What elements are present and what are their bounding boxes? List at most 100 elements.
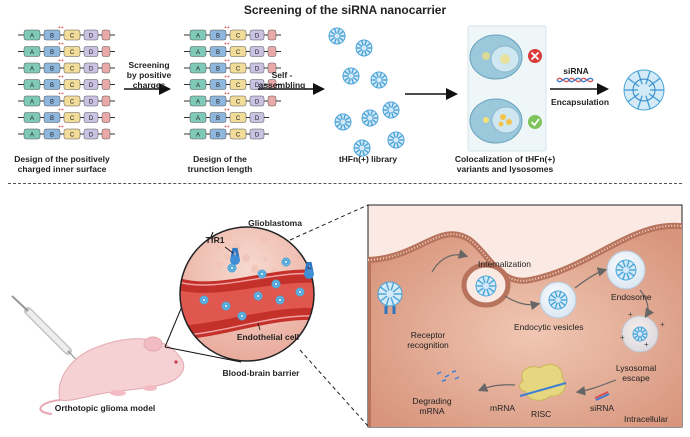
step1-label: Design of the positively charged inner s… [14,154,110,174]
library-label: tHFn(+) library [338,154,398,164]
step2-label: Design of the trunction length [187,154,253,174]
zoom-line [164,346,242,363]
segment-letter: D [89,67,94,73]
colocalization-panel [467,25,547,152]
tfr1-label: TfR1 [205,235,225,245]
segment-letter: C [70,83,75,89]
nanoparticle [275,295,285,305]
sirna-label: siRNA [590,403,615,413]
nanoparticle [271,279,281,289]
segment-letter: A [30,50,34,56]
degrading-label: Degrading mRNA [412,396,452,416]
segment-letter: D [255,34,260,40]
segment-letter: A [30,133,34,139]
segment-letter: B [216,50,220,56]
receptor-label: Receptor recognition [407,330,449,350]
positive-charge-mark: ++ [58,25,64,31]
svg-text:+: + [660,320,665,329]
positive-charge-mark: ++ [58,108,64,114]
svg-text:+: + [628,310,633,319]
segment-letter: B [216,133,220,139]
degraded-mrna-fragments [436,370,460,382]
positive-charge-mark: ++ [58,58,64,64]
nanoparticle [548,290,568,310]
segment-letter: A [196,116,200,122]
segment-letter: A [30,100,34,106]
segment-letter: C [70,50,75,56]
segment-letter: D [89,50,94,56]
nanoparticle [475,275,497,297]
segment-letter: C [236,116,241,122]
bbb-zoom-circle [179,226,315,362]
cell-panel: + + + + [367,204,683,428]
mouse-label: Orthotopic glioma model [54,403,156,413]
positive-charge-mark: ++ [224,124,230,130]
connector-line [299,349,369,427]
nanoparticle [370,71,388,89]
segment-letter: B [50,67,54,73]
positive-charge-mark: ++ [58,124,64,130]
lysosomal-label: Lysosomal escape [615,363,657,383]
nanoparticle [281,257,291,267]
segment-letter: D [255,67,260,73]
segment-letter: A [30,83,34,89]
segment-letter: A [196,133,200,139]
nanoparticle [355,39,373,57]
positive-charge-mark: ++ [58,42,64,48]
check-icon [528,115,542,129]
sirna-helix-icon [556,77,594,83]
sirna-strand [594,391,609,399]
nanoparticle [387,131,405,149]
positive-charge-mark: ++ [58,75,64,81]
endothelial-label: Endothelial cell [236,332,300,342]
nanoparticle [257,269,267,279]
segment-letter: C [236,100,241,106]
positive-charge-mark: ++ [224,25,230,31]
segment-letter: C [70,100,75,106]
nanoparticle [253,291,263,301]
bbb-label: Blood-brain barrier [222,368,300,378]
segment-letter: A [196,67,200,73]
segment-letter: B [216,67,220,73]
segment-letter: D [89,116,94,122]
tfr1-receptor-icon [304,261,314,279]
segment-letter: A [30,116,34,122]
nanoparticle [361,109,379,127]
segment-letter: D [255,83,260,89]
segment-letter: D [255,133,260,139]
segment-letter: D [255,100,260,106]
coloc-label: Colocalization of tHFn(+) variants and l… [454,154,556,174]
segment-letter: B [50,116,54,122]
mrna-label: mRNA [490,403,516,413]
arrow2-label: Self -assembling [258,70,306,90]
segment-letter: C [236,67,241,73]
risc-complex [519,363,566,401]
glioblastoma-label: Glioblastoma [248,218,302,228]
segment-letter: D [255,50,260,56]
segment-letter: C [236,50,241,56]
segment-letter: D [89,83,94,89]
arrow4-label-top: siRNA [563,66,589,76]
nanoparticle [237,311,247,321]
segment-letter: B [216,83,220,89]
section-divider [8,183,682,184]
segment-letter: A [196,83,200,89]
mrna-strand [519,382,567,397]
positive-charge-mark: ++ [224,91,230,97]
segment-letter: D [255,116,260,122]
nanoparticle [382,101,400,119]
segment-letter: A [30,34,34,40]
arrow1-label: Screening by positive charges [126,60,172,90]
positive-charge-mark: ++ [58,91,64,97]
segment-letter: C [70,133,75,139]
segment-letter: B [50,34,54,40]
connector-line [289,204,369,241]
